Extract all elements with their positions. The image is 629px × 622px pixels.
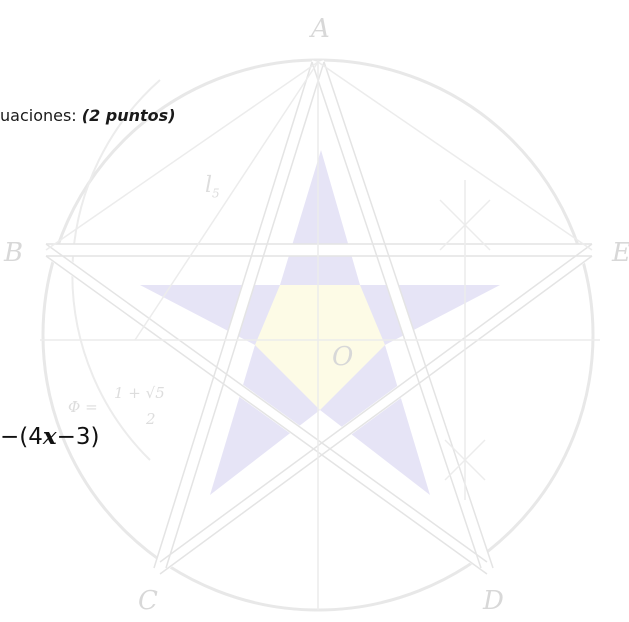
instruction-text: uaciones: bbox=[0, 106, 82, 125]
inner-pentagon bbox=[255, 285, 385, 410]
golden-ratio-denominator: 2 bbox=[146, 410, 156, 428]
side-length-subscript: 5 bbox=[212, 186, 220, 201]
equation-variable: x bbox=[42, 423, 57, 450]
vertex-label-d: D bbox=[483, 586, 504, 616]
equation-fragment: −(4x−3) bbox=[0, 423, 100, 450]
equation-prefix: −(4 bbox=[0, 424, 43, 450]
equation-suffix: −3) bbox=[56, 424, 100, 450]
golden-ratio-numerator: 1 + √5 bbox=[114, 384, 165, 402]
vertex-label-b: B bbox=[4, 238, 24, 268]
vertex-label-a: A bbox=[311, 14, 330, 44]
side-length-symbol: l bbox=[205, 173, 213, 198]
construction-lines bbox=[40, 60, 600, 610]
golden-ratio-lhs: Φ = bbox=[68, 398, 98, 416]
instruction-line: uaciones: (2 puntos) bbox=[0, 106, 176, 125]
center-label-o: O bbox=[332, 342, 354, 372]
pentagram-bands bbox=[42, 60, 596, 573]
vertex-label-c: C bbox=[138, 586, 158, 616]
vertex-label-e: E bbox=[612, 238, 629, 268]
points-label: (2 puntos) bbox=[81, 106, 176, 125]
side-length-label: l5 bbox=[205, 173, 220, 200]
